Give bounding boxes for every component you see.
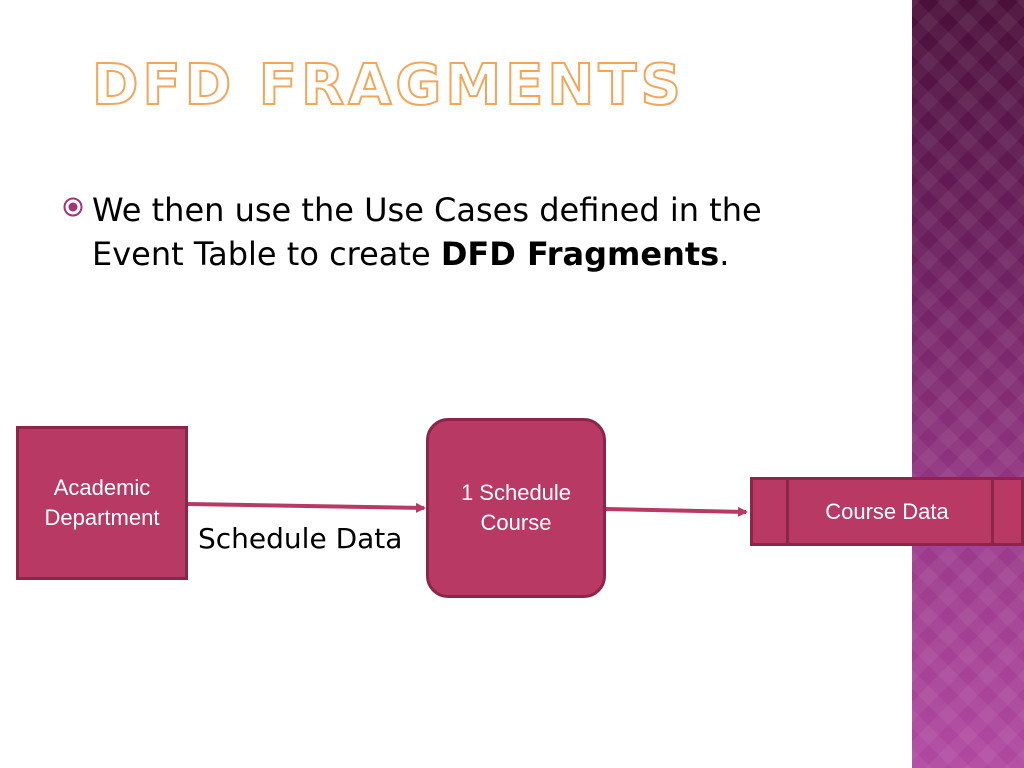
store-divider-left [786, 480, 789, 543]
target-bullet-icon [63, 197, 83, 217]
bullet-text-bold: DFD Fragments [440, 235, 720, 273]
bullet-text: We then use the Use Cases defined in the… [92, 188, 822, 276]
decorative-sidebar [912, 0, 1024, 768]
process-line1: 1 Schedule [460, 480, 572, 505]
bullet-text-plain: We then use the Use Cases defined in the… [92, 191, 762, 273]
bullet-point: We then use the Use Cases defined in the… [62, 188, 822, 276]
slide-title: DFD Fragments [91, 53, 685, 118]
entity-line1: Academic [53, 475, 151, 500]
arrow-process-to-store [605, 506, 748, 517]
data-store-course-data: Course Data [750, 477, 1024, 546]
process-line2: Course [480, 510, 552, 535]
flow-label-schedule-data: Schedule Data [198, 522, 403, 555]
arrow-entity-to-process [187, 502, 426, 513]
data-store-label: Course Data [825, 498, 949, 524]
bullet-text-end: . [719, 235, 730, 273]
store-divider-right [991, 480, 994, 543]
entity-line2: Department [44, 505, 160, 530]
